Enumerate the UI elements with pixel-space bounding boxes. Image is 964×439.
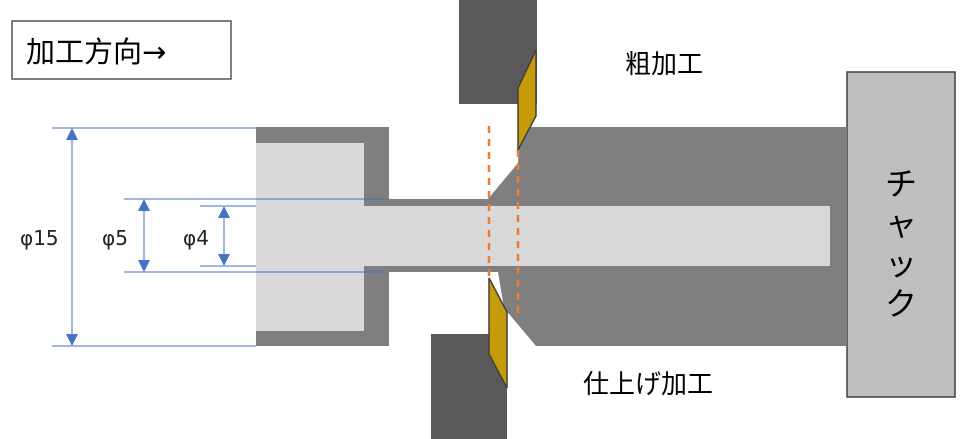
chuck-char: ャ <box>885 205 917 243</box>
chuck <box>846 71 956 398</box>
rough-cut-label: 粗加工 <box>625 50 703 80</box>
dim-phi5-label: φ5 <box>102 226 128 250</box>
dimension-arrowheads <box>66 128 230 346</box>
chuck-char: チ <box>885 165 917 203</box>
direction-label: 加工方向→ <box>26 35 166 69</box>
cut-lines <box>487 126 520 318</box>
bore-small <box>256 206 830 266</box>
finish-cut-label: 仕上げ加工 <box>583 370 713 400</box>
chuck-char: ッ <box>885 245 917 283</box>
direction-label-box <box>11 20 232 80</box>
chuck-label: チ ャ ッ ク <box>885 165 917 323</box>
dim-phi4-label: φ4 <box>183 226 209 250</box>
dimension-lines <box>52 127 389 347</box>
chuck-char: ク <box>885 285 917 323</box>
dim-phi15-label: φ15 <box>20 226 59 250</box>
finish-insert <box>488 277 508 389</box>
